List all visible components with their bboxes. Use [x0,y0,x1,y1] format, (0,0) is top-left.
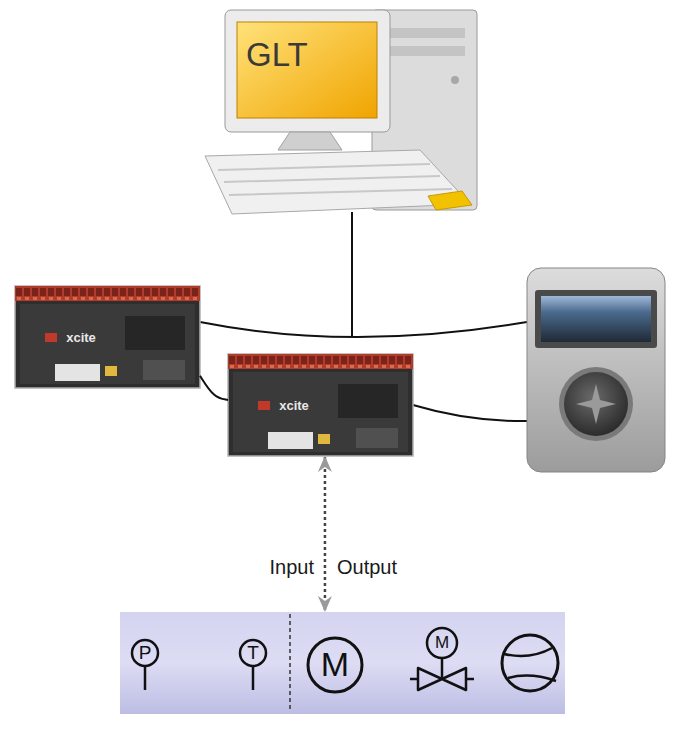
keyboard [205,150,470,214]
symbol-letter: M [435,634,449,653]
controller-module: xcite [15,286,200,388]
signal-label: Output [337,556,397,579]
monitor-screen-fill [237,22,377,118]
power-button [451,76,459,84]
brand-label: xcite [66,331,96,345]
bus-wire [200,322,527,337]
field-device-bar: PTMM [120,612,565,714]
valve-actuator-symbol [427,628,457,658]
knob-grip [576,384,616,424]
drive-bay [385,28,465,38]
screen-label: GLT [246,37,308,73]
room-unit-panel [535,290,657,348]
keyboard-keys [218,164,452,195]
valve-stem [441,658,444,679]
brand-label: xcite [279,399,309,413]
separator-line [289,614,291,712]
signal-label: Input [270,556,314,579]
symbol-letter: T [247,643,259,664]
valve-pipe [410,678,474,681]
bus-link [200,376,228,400]
symbol-letter: M [321,646,349,683]
monitor-bezel [225,10,390,132]
room-unit-knob [564,372,628,436]
signal-arrow [324,457,327,611]
bus-wire [351,212,353,337]
motor-symbol [308,638,362,692]
room-unit-housing [527,268,665,472]
temperature-sensor-stem [252,666,255,690]
monitor-stand [278,132,342,150]
pressure-sensor-stem [144,666,147,690]
room-unit-knob-ring [559,367,633,441]
controller-illustration [228,354,413,456]
mouse-pad [428,191,472,210]
compressor-symbol [502,635,558,691]
symbol-letter: P [139,643,152,664]
controller-module: xcite [228,354,413,456]
field-band-fill [120,612,565,714]
drive-bay [385,46,465,56]
monitor-screen: GLT [237,22,377,118]
temperature-sensor-symbol [240,640,266,666]
room-unit-display [541,296,651,342]
bus-wire [413,405,527,421]
controller-illustration [15,286,200,388]
valve-body-symbol [418,668,466,690]
pressure-sensor-symbol [132,640,158,666]
compressor-lines [504,648,556,681]
